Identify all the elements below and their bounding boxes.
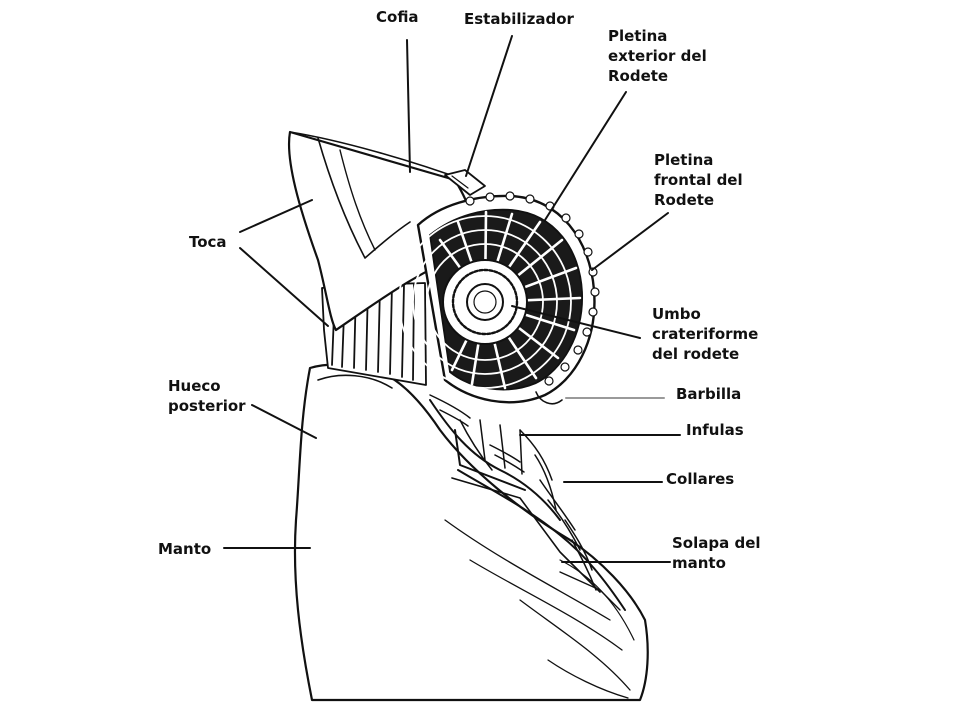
label-hueco-line2: posterior bbox=[168, 397, 246, 415]
label-pletina-exterior-line1: Pletina bbox=[608, 27, 668, 45]
label-infulas: Infulas bbox=[686, 421, 744, 439]
collares-shape bbox=[429, 394, 597, 591]
label-solapa-line1: Solapa del bbox=[672, 534, 761, 552]
label-pletina-frontal-line3: Rodete bbox=[654, 191, 715, 209]
label-umbo-line1: Umbo bbox=[652, 305, 701, 323]
label-pletina-exterior: Pletina exterior del Rodete bbox=[608, 26, 707, 86]
label-umbo: Umbo crateriforme del rodete bbox=[652, 304, 758, 364]
label-pletina-frontal-line2: frontal del bbox=[654, 171, 743, 189]
leader-toca-2 bbox=[239, 247, 329, 327]
barbilla-shape bbox=[535, 391, 563, 405]
label-manto: Manto bbox=[158, 540, 212, 558]
label-collares: Collares bbox=[666, 470, 735, 488]
label-solapa: Solapa del manto bbox=[672, 533, 761, 573]
label-estabilizador: Estabilizador bbox=[464, 10, 574, 28]
leader-umbo bbox=[511, 305, 641, 339]
label-pletina-frontal: Pletina frontal del Rodete bbox=[654, 150, 743, 210]
label-umbo-line3: del rodete bbox=[652, 345, 740, 363]
label-hueco-posterior: Hueco posterior bbox=[168, 376, 246, 416]
label-solapa-line2: manto bbox=[672, 554, 726, 572]
label-pletina-exterior-line3: Rodete bbox=[608, 67, 669, 85]
label-pletina-exterior-line2: exterior del bbox=[608, 47, 707, 65]
leader-lines bbox=[223, 35, 681, 563]
leader-estabilizador bbox=[465, 35, 513, 177]
leader-pletina-exterior bbox=[544, 91, 627, 221]
cofia-shape bbox=[287, 130, 486, 332]
label-umbo-line2: crateriforme bbox=[652, 325, 759, 343]
leader-cofia bbox=[406, 39, 411, 173]
manto-shape bbox=[293, 363, 649, 702]
leader-pletina-frontal bbox=[591, 212, 669, 271]
label-cofia: Cofia bbox=[376, 8, 419, 26]
label-barbilla: Barbilla bbox=[676, 385, 742, 403]
rodete-shape bbox=[398, 191, 600, 404]
label-toca: Toca bbox=[189, 233, 227, 251]
label-hueco-line1: Hueco bbox=[168, 377, 221, 395]
label-pletina-frontal-line1: Pletina bbox=[654, 151, 714, 169]
leader-hueco bbox=[251, 404, 317, 439]
leader-toca-1 bbox=[239, 199, 313, 233]
